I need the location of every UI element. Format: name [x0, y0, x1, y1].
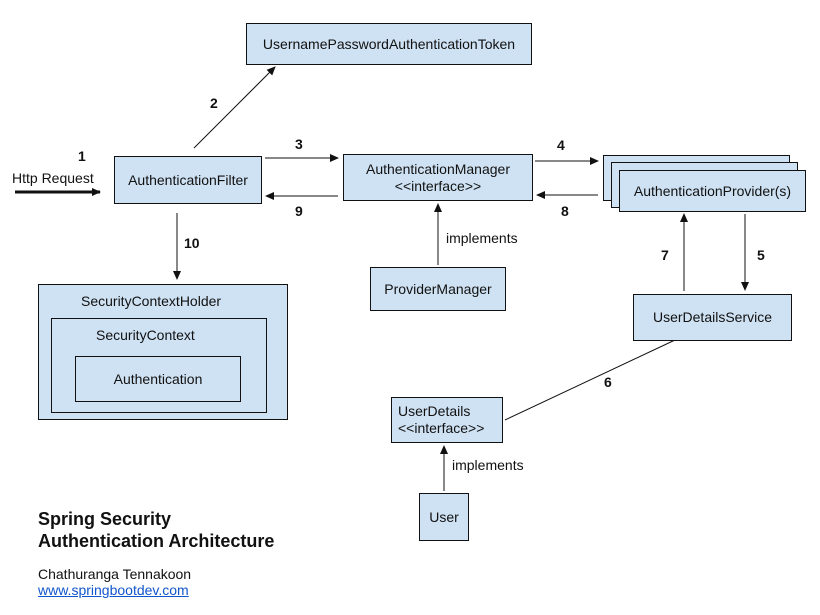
- step-6-label: 6: [604, 374, 612, 390]
- line-step-6: [504, 339, 676, 421]
- http-request-label: Http Request: [12, 170, 94, 186]
- step-3-label: 3: [295, 136, 303, 152]
- manager-interface-label: <<interface>>: [394, 177, 482, 194]
- user-details-service-label: UserDetailsService: [652, 309, 773, 325]
- user-details-box: UserDetails <<interface>>: [391, 397, 503, 443]
- user-details-label: UserDetails: [398, 403, 471, 419]
- user-label: User: [429, 508, 459, 525]
- authentication-label: Authentication: [113, 370, 203, 387]
- step-4-label: 4: [557, 137, 565, 153]
- step-5-label: 5: [757, 247, 765, 263]
- manager-label: AuthenticationManager: [366, 160, 510, 177]
- username-password-authentication-token-box: UsernamePasswordAuthenticationToken: [246, 23, 532, 65]
- diagram-title-line-2: Authentication Architecture: [38, 531, 275, 551]
- diagram-title-line-1: Spring Security: [38, 509, 172, 529]
- authentication-box: Authentication: [75, 356, 241, 402]
- step-7-label: 7: [661, 247, 669, 263]
- authentication-manager-box: AuthenticationManager <<interface>>: [343, 154, 533, 201]
- step-10-label: 10: [184, 235, 200, 251]
- website-link[interactable]: www.springbootdev.com: [38, 582, 189, 598]
- step-9-label: 9: [295, 203, 303, 219]
- authentication-filter-box: AuthenticationFilter: [114, 156, 262, 204]
- implements-manager-label: implements: [446, 230, 518, 246]
- user-box: User: [419, 493, 469, 541]
- security-context-label: SecurityContext: [96, 327, 195, 343]
- arrow-step-2: [193, 66, 276, 149]
- implements-user-label: implements: [452, 457, 524, 473]
- authentication-provider-box: AuthenticationProvider(s): [619, 170, 806, 212]
- step-8-label: 8: [561, 203, 569, 219]
- token-label: UsernamePasswordAuthenticationToken: [262, 35, 516, 52]
- provider-manager-box: ProviderManager: [370, 267, 506, 311]
- security-context-holder-label: SecurityContextHolder: [81, 293, 222, 309]
- step-1-label: 1: [78, 148, 86, 164]
- provider-label: AuthenticationProvider(s): [633, 182, 792, 199]
- diagram-title: Spring Security Authentication Architect…: [38, 508, 274, 552]
- user-details-service-box: UserDetailsService: [633, 294, 792, 341]
- step-2-label: 2: [210, 95, 218, 111]
- provider-manager-label: ProviderManager: [384, 280, 492, 297]
- author-name: Chathuranga Tennakoon: [38, 566, 192, 582]
- user-details-interface-label: <<interface>>: [398, 420, 485, 436]
- filter-label: AuthenticationFilter: [128, 171, 248, 188]
